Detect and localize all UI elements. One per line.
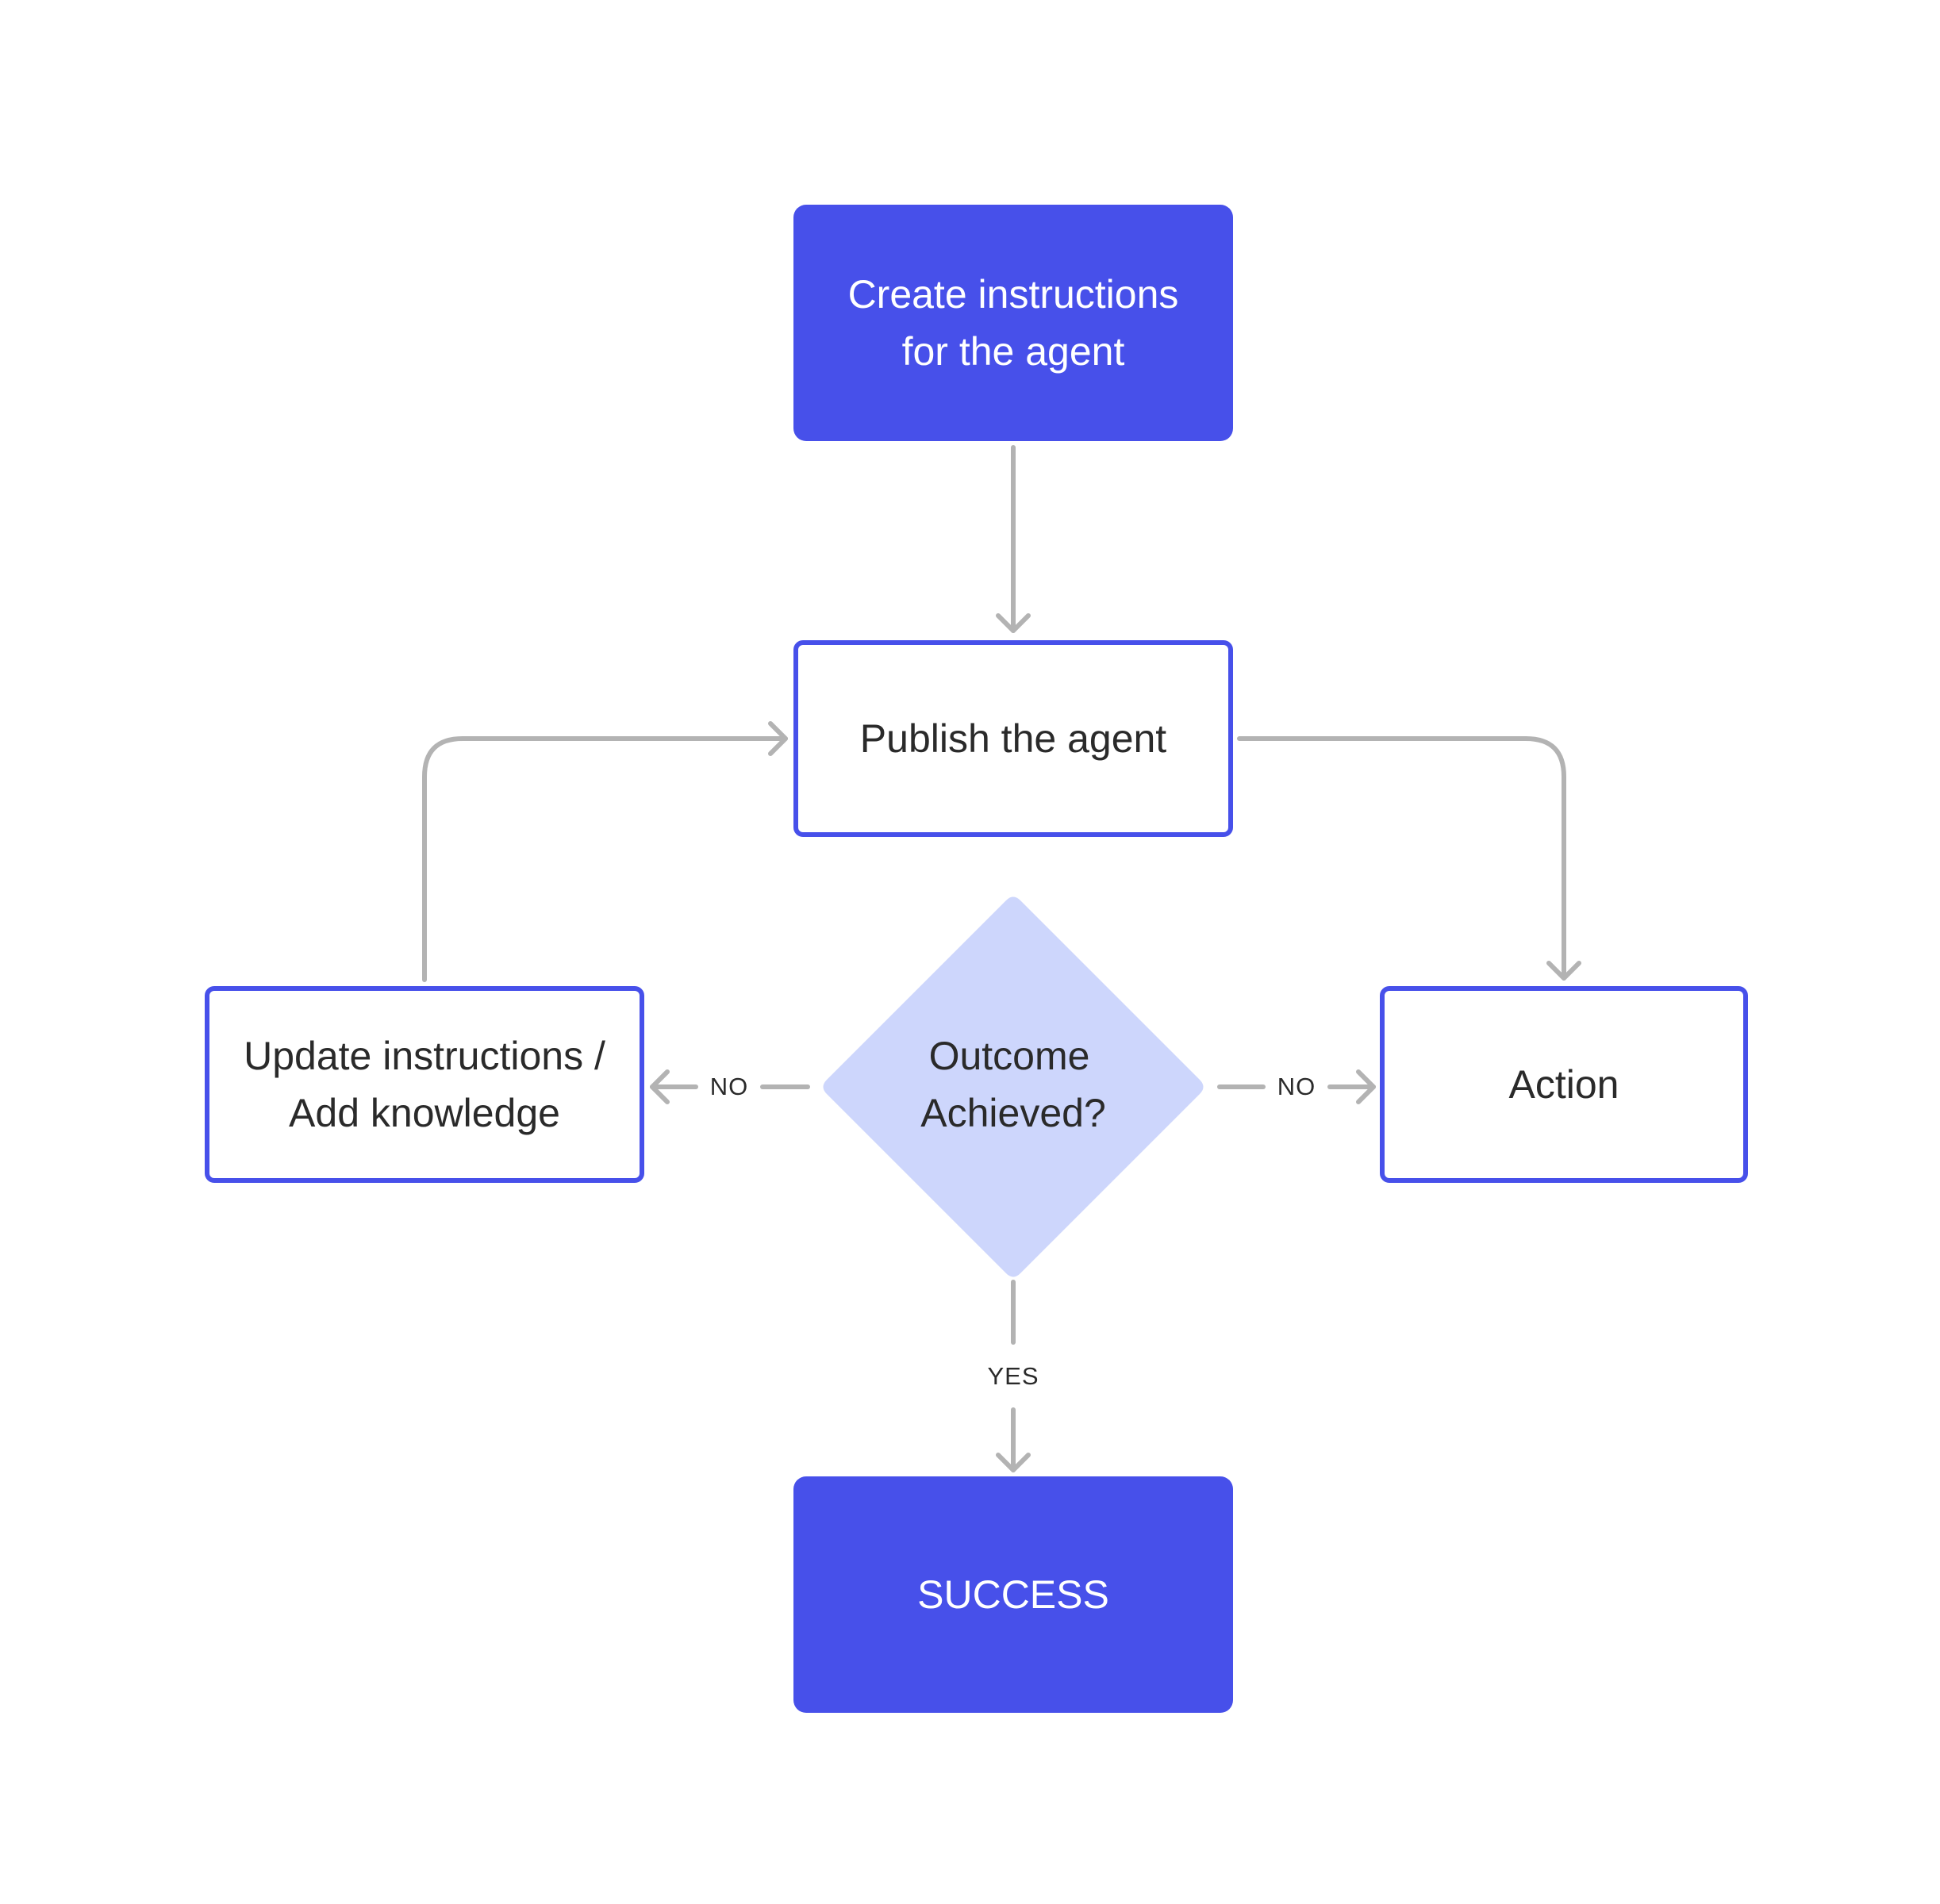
arrow-decision-to-success bbox=[996, 1280, 1031, 1472]
node-action-label: Action bbox=[1508, 1062, 1619, 1107]
node-create-instructions: Create instructions for the agent bbox=[793, 205, 1233, 441]
node-publish-agent-label: Publish the agent bbox=[859, 716, 1167, 761]
edge-label-no-left: NO bbox=[709, 1073, 749, 1100]
node-create-instructions-label: Create instructions for the agent bbox=[847, 272, 1179, 374]
arrow-create-to-publish bbox=[996, 445, 1031, 633]
edge-label-yes: YES bbox=[987, 1362, 1039, 1390]
decision-diamond: Outcome Achieved? bbox=[823, 896, 1204, 1277]
node-success: SUCCESS bbox=[793, 1476, 1233, 1713]
node-update-instructions-label: Update instructions / Add knowledge bbox=[244, 1034, 605, 1135]
node-publish-agent: Publish the agent bbox=[793, 640, 1233, 837]
node-update-instructions: Update instructions / Add knowledge bbox=[205, 986, 644, 1183]
decision-label-line2: Achieved? bbox=[920, 1091, 1106, 1135]
arrow-decision-to-update bbox=[650, 1069, 810, 1104]
arrow-update-to-publish bbox=[422, 721, 788, 982]
node-success-label: SUCCESS bbox=[917, 1572, 1109, 1617]
decision-label-line1: Outcome bbox=[929, 1034, 1090, 1078]
node-action: Action bbox=[1380, 986, 1748, 1183]
arrow-publish-to-action bbox=[1237, 736, 1581, 981]
edge-label-no-right: NO bbox=[1277, 1073, 1316, 1100]
decision-diamond-shape bbox=[823, 896, 1204, 1277]
arrow-decision-to-action bbox=[1217, 1069, 1376, 1104]
